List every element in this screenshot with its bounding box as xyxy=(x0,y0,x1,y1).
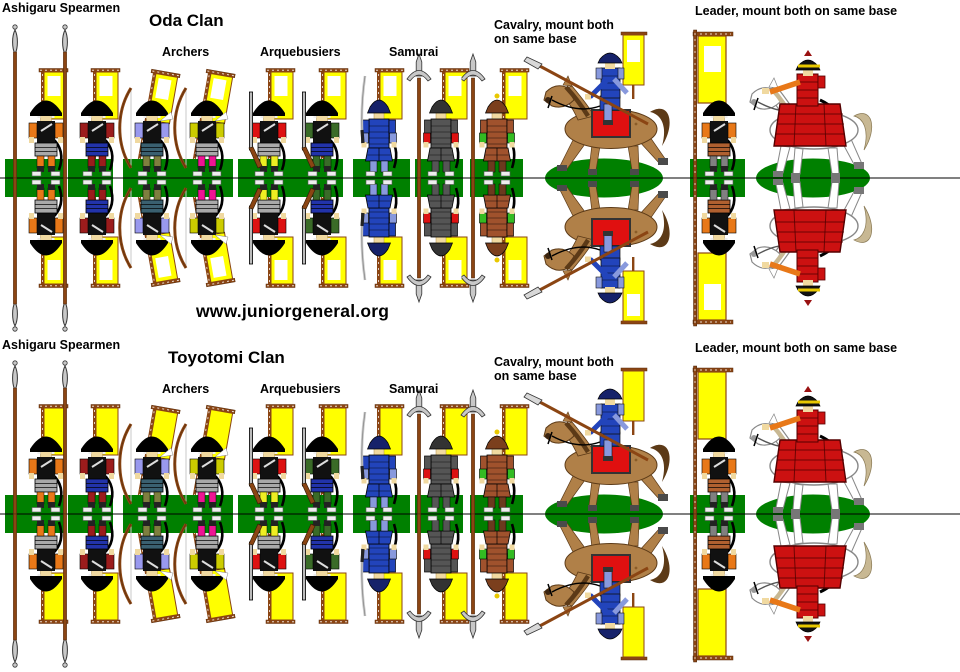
oda-clan-section xyxy=(0,25,960,331)
site-watermark: www.juniorgeneral.org xyxy=(196,301,390,321)
label-samurai-top: Samurai xyxy=(389,45,439,59)
toyotomi-clan-section xyxy=(0,361,960,667)
label-archers-top: Archers xyxy=(162,45,210,59)
label-leader-bottom: Leader, mount both on same base xyxy=(695,341,898,355)
label-spearmen-top: Ashigaru Spearmen xyxy=(2,1,121,15)
label-spearmen-bottom: Ashigaru Spearmen xyxy=(2,338,121,352)
label-cavalry-bottom: Cavalry, mount both on same base xyxy=(494,355,614,384)
clan-title-oda: Oda Clan xyxy=(149,11,224,30)
label-cavalry-top: Cavalry, mount both on same base xyxy=(494,18,614,47)
label-arquebusiers-top: Arquebusiers xyxy=(260,45,341,59)
label-leader-top: Leader, mount both on same base xyxy=(695,4,898,18)
label-archers-bottom: Archers xyxy=(162,382,210,396)
label-samurai-bottom: Samurai xyxy=(389,382,439,396)
clan-title-toyotomi: Toyotomi Clan xyxy=(168,348,285,367)
label-arquebusiers-bottom: Arquebusiers xyxy=(260,382,341,396)
